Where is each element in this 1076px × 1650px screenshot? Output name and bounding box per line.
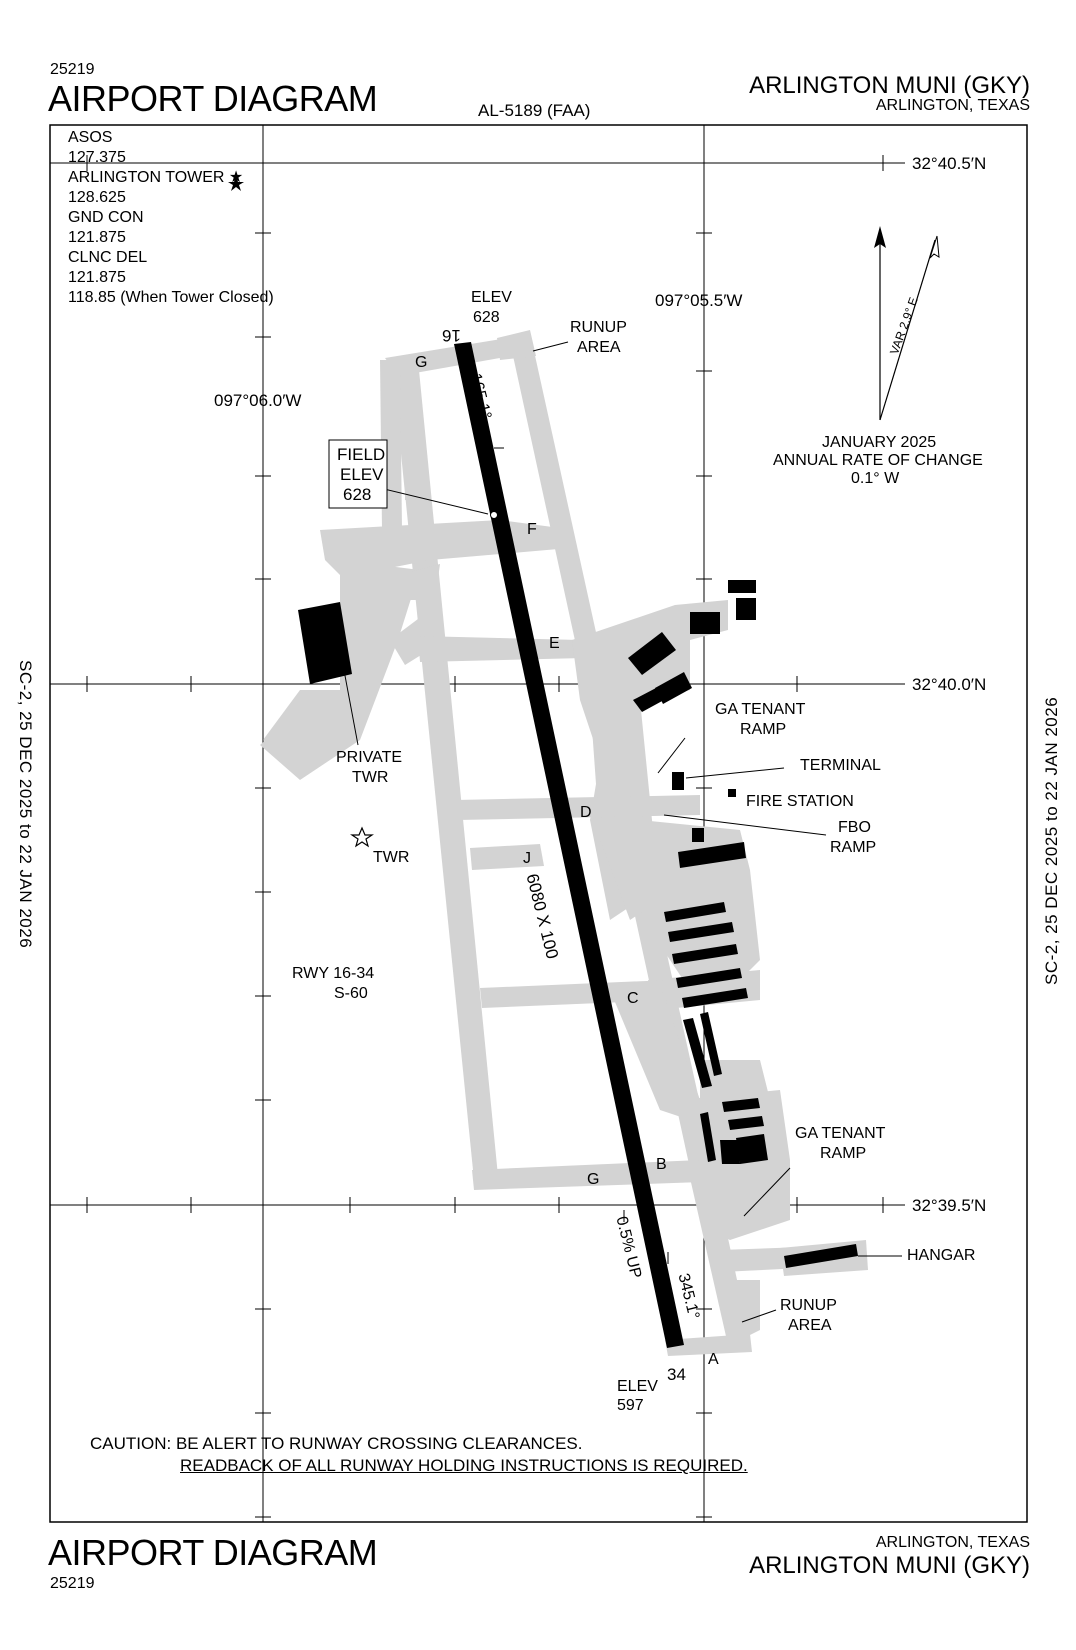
freq-line: GND CON [68, 209, 144, 226]
airport-city-top: ARLINGTON, TEXAS [875, 97, 1030, 114]
taxiway-label-g-south: G [587, 1171, 600, 1188]
freq-line: 127.375 [68, 149, 126, 166]
effective-dates-left: SC-2, 25 DEC 2025 to 22 JAN 2026 [16, 660, 35, 949]
chart-code-bottom: 25219 [50, 1575, 95, 1592]
elev-north-label: ELEV [471, 289, 512, 306]
building [728, 580, 756, 593]
freq-line: 118.85 (When Tower Closed) [68, 289, 274, 306]
runway-designator-16: 16 [442, 326, 461, 345]
elev-south-value: 597 [617, 1397, 644, 1414]
fire-station-label: FIRE STATION [746, 793, 854, 810]
caution-line1: CAUTION: BE ALERT TO RUNWAY CROSSING CLE… [90, 1434, 583, 1453]
runway-16-34 [454, 342, 684, 1348]
chart-frame [49, 124, 1028, 1523]
elev-south-label: ELEV [617, 1378, 658, 1395]
taxiway-label-f: F [527, 521, 537, 538]
lon-label-east: 097°05.5′W [655, 291, 743, 310]
lat-label-mid: 32°40.0′N [912, 675, 987, 694]
field-elev-value: 628 [343, 485, 372, 504]
ga-tenant-ramp-north-line1: GA TENANT [715, 701, 806, 718]
fire-station-building [728, 789, 736, 797]
chart-title-bottom: AIRPORT DIAGRAM [48, 1532, 378, 1573]
lon-label-west: 097°06.0′W [214, 391, 302, 410]
chart-code-top: 25219 [50, 61, 95, 78]
fbo-ramp-line2: RAMP [830, 839, 877, 856]
terminal-building [672, 772, 684, 790]
runup-south-line1: RUNUP [780, 1297, 837, 1314]
ga-tenant-ramp-south-line2: RAMP [820, 1145, 867, 1162]
mag-rate-value: 0.1° W [851, 470, 900, 487]
freq-line: 128.625 [68, 189, 126, 206]
magnetic-variation-diagram [874, 226, 940, 421]
building [690, 612, 720, 634]
hangar-building [784, 1244, 858, 1268]
taxiway-label-a: A [708, 1351, 719, 1368]
private-hangar [298, 602, 352, 684]
taxiway-label-b: B [656, 1156, 667, 1173]
buildings [298, 580, 858, 1268]
freq-line: 121.875 [68, 229, 126, 246]
coordinate-grid [50, 125, 905, 1522]
freq-line: CLNC DEL [68, 249, 148, 266]
ga-tenant-ramp-south-line1: GA TENANT [795, 1125, 886, 1142]
lat-label-bottom: 32°39.5′N [912, 1196, 987, 1215]
building [692, 828, 704, 842]
freq-line: 121.875 [68, 269, 126, 286]
effective-dates-right: SC-2, 25 DEC 2025 to 22 JAN 2026 [1042, 696, 1061, 985]
private-twr-line2: TWR [352, 769, 389, 786]
airport-name-top: ARLINGTON MUNI (GKY) [749, 72, 1030, 99]
taxiway-label-c: C [627, 990, 639, 1007]
freq-line: ARLINGTON TOWER ★ [68, 169, 244, 186]
leader-lines [342, 341, 902, 1323]
twr-star-icon [350, 826, 374, 848]
frequency-block: ASOS 127.375 ARLINGTON TOWER ★ 128.625 G… [68, 128, 274, 308]
building [678, 842, 746, 868]
runup-north-line2: AREA [577, 339, 621, 356]
taxiway-west-parallel [392, 360, 498, 1180]
runup-north-line1: RUNUP [570, 319, 627, 336]
field-elev-box [328, 439, 388, 509]
twr-label: TWR [373, 849, 410, 866]
taxiway-label-e: E [549, 635, 560, 652]
building [655, 672, 692, 704]
pavement [260, 330, 868, 1356]
caution-line2: READBACK OF ALL RUNWAY HOLDING INSTRUCTI… [180, 1456, 748, 1475]
caution-note: CAUTION: BE ALERT TO RUNWAY CROSSING CLE… [90, 1433, 748, 1477]
runway-id-label: RWY 16-34 [292, 965, 375, 982]
hangar-label: HANGAR [907, 1247, 976, 1264]
runup-south-line2: AREA [788, 1317, 832, 1334]
document-id: AL-5189 (FAA) [478, 101, 591, 120]
taxiway-label-j: J [523, 850, 531, 867]
freq-line: ASOS [68, 129, 113, 146]
field-elev-line2: ELEV [340, 465, 384, 484]
runway-designator-34: 34 [667, 1365, 686, 1384]
building [736, 598, 756, 620]
taxiway-label-d: D [580, 804, 592, 821]
mag-date-label: JANUARY 2025 [822, 434, 937, 451]
airport-city-bottom: ARLINGTON, TEXAS [875, 1534, 1030, 1551]
tower-star-icon [228, 176, 244, 191]
chart-title-top: AIRPORT DIAGRAM [48, 78, 378, 119]
terminal-label: TERMINAL [800, 757, 881, 774]
airport-name-bottom: ARLINGTON MUNI (GKY) [749, 1552, 1030, 1579]
ga-tenant-ramp-north-line2: RAMP [740, 721, 787, 738]
mag-rate-label: ANNUAL RATE OF CHANGE [773, 452, 983, 469]
building [628, 632, 676, 675]
runway-strength: S-60 [334, 985, 368, 1002]
private-twr-line1: PRIVATE [336, 749, 403, 766]
fbo-ramp-line1: FBO [838, 819, 871, 836]
true-north-arrow [874, 226, 886, 248]
magnetic-north-arrow [929, 235, 940, 259]
taxiway-label-g-north: G [415, 354, 428, 371]
lat-label-top: 32°40.5′N [912, 154, 987, 173]
grid-ticks [86, 155, 884, 1518]
field-elev-line1: FIELD [337, 445, 386, 464]
building [633, 688, 664, 712]
elev-north-value: 628 [473, 309, 500, 326]
field-elev-point [490, 511, 498, 519]
